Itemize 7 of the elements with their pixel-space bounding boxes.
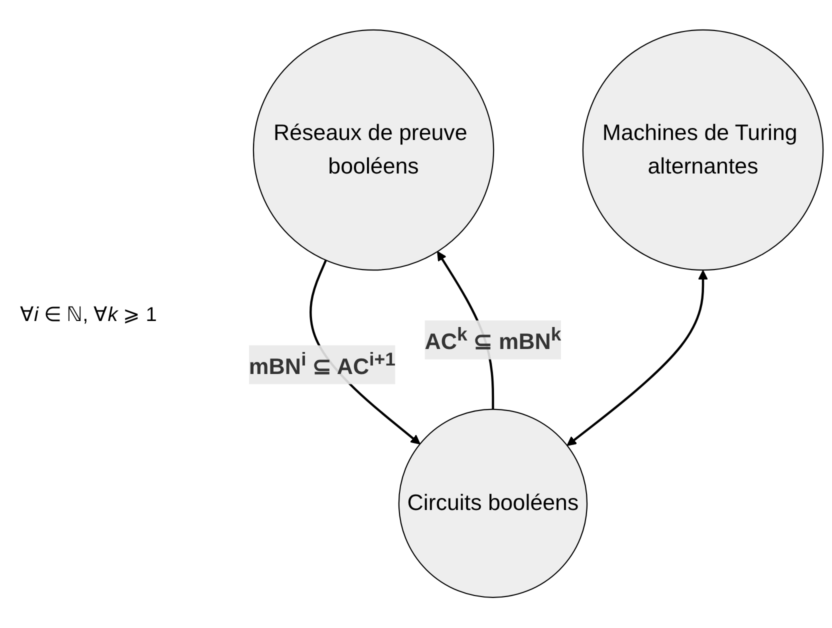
node-circle: Circuits booléens bbox=[398, 409, 588, 598]
edge-label: AC$^{k}$ ⊆ mBN$^{k}$ bbox=[424, 324, 562, 355]
note-text: ∀i ∈ ℕ, ∀k ⩾ 1 bbox=[20, 302, 158, 326]
node-circle: Machines de Turing alternantes bbox=[582, 30, 824, 271]
edge-label: mBN$^{i}$ ⊆ AC$^{i+1}$ bbox=[248, 348, 396, 380]
node-circle: Réseaux de preuve booléens bbox=[252, 30, 494, 271]
arrow bbox=[566, 270, 708, 446]
